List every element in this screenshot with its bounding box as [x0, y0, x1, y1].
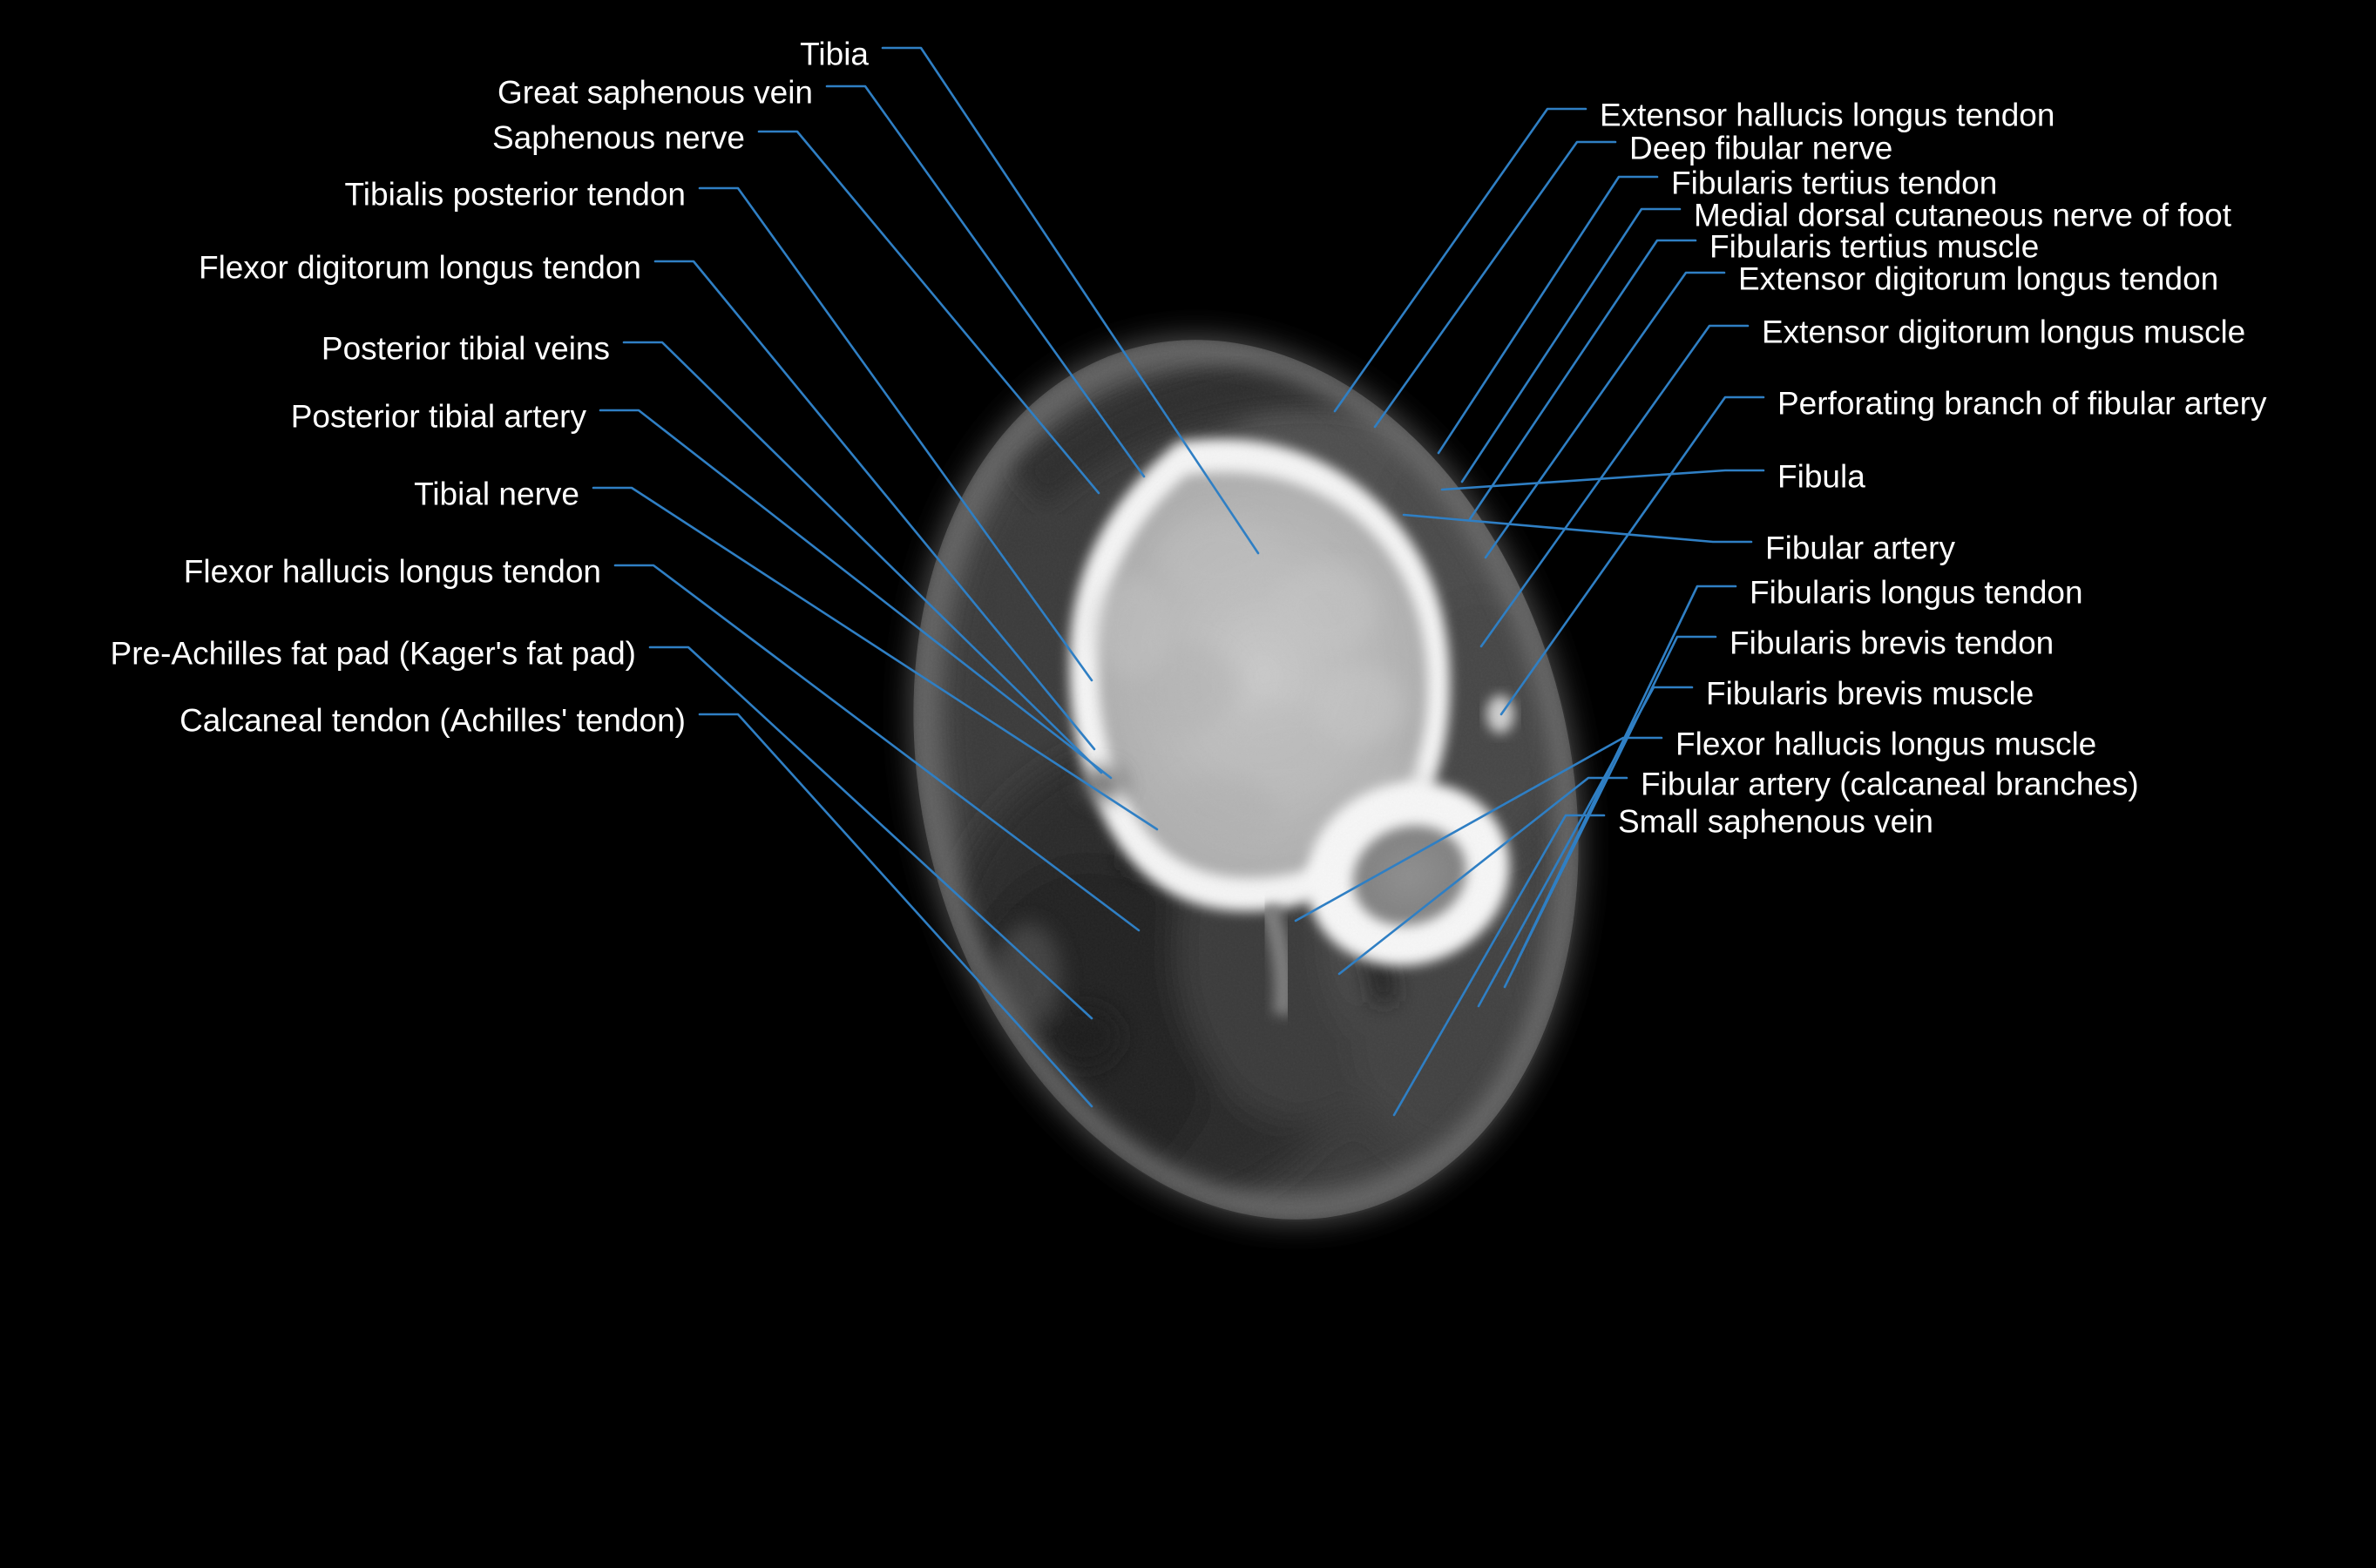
label-flexor-hallucis-longus-tendon: Flexor hallucis longus tendon	[183, 553, 601, 590]
label-saphenous-nerve: Saphenous nerve	[491, 119, 745, 156]
label-great-saphenous-vein: Great saphenous vein	[497, 74, 813, 111]
leader-line-fibular-artery	[1402, 513, 1753, 544]
leader-line-extensor-digitorum-longus-muscle	[1479, 324, 1750, 648]
leader-line-deep-fibular-nerve	[1373, 140, 1617, 429]
label-calcaneal-tendon: Calcaneal tendon (Achilles' tendon)	[179, 702, 686, 739]
leader-line-small-saphenous-vein	[1392, 814, 1606, 1117]
label-pre-achilles-fat-pad: Pre-Achilles fat pad (Kager's fat pad)	[110, 635, 636, 672]
label-posterior-tibial-artery: Posterior tibial artery	[290, 398, 586, 435]
leader-line-great-saphenous-vein	[825, 84, 1146, 478]
label-fibular-artery-calcaneal: Fibular artery (calcaneal branches)	[1641, 766, 2139, 802]
label-fibularis-tertius-tendon: Fibularis tertius tendon	[1671, 165, 1998, 201]
leader-line-fibularis-tertius-tendon	[1437, 175, 1659, 455]
leader-line-posterior-tibial-artery	[599, 409, 1113, 780]
leader-line-fibular-artery-calcaneal	[1337, 776, 1628, 976]
leader-line-posterior-tibial-veins	[622, 341, 1103, 774]
leader-line-fibularis-tertius-muscle	[1468, 239, 1697, 521]
label-extensor-digitorum-longus-muscle: Extensor digitorum longus muscle	[1762, 314, 2246, 350]
label-fibularis-brevis-tendon: Fibularis brevis tendon	[1730, 625, 2054, 661]
label-tibia: Tibia	[800, 36, 869, 72]
label-small-saphenous-vein: Small saphenous vein	[1618, 803, 1933, 840]
label-flexor-digitorum-longus-tendon: Flexor digitorum longus tendon	[198, 249, 641, 286]
leader-line-flexor-hallucis-longus-muscle	[1294, 736, 1663, 923]
leader-line-tibia	[881, 46, 1260, 555]
label-fibularis-tertius-muscle: Fibularis tertius muscle	[1709, 228, 2040, 265]
label-fibularis-brevis-muscle: Fibularis brevis muscle	[1706, 675, 2034, 712]
label-medial-dorsal-cutaneous-nerve: Medial dorsal cutaneous nerve of foot	[1694, 197, 2232, 233]
label-deep-fibular-nerve: Deep fibular nerve	[1629, 130, 1893, 166]
leader-line-fibularis-brevis-tendon	[1503, 635, 1717, 989]
label-tibialis-posterior-tendon: Tibialis posterior tendon	[344, 176, 686, 213]
label-fibularis-longus-tendon: Fibularis longus tendon	[1750, 574, 2083, 611]
leader-line-tibial-nerve	[592, 486, 1159, 831]
leader-line-saphenous-nerve	[757, 130, 1100, 495]
label-fibular-artery: Fibular artery	[1765, 530, 1955, 566]
leader-line-fibularis-longus-tendon	[1516, 585, 1737, 962]
leader-line-pre-achilles-fat-pad	[648, 645, 1093, 1020]
leader-line-medial-dorsal-cutaneous-nerve	[1460, 207, 1682, 483]
label-tibial-nerve: Tibial nerve	[414, 476, 579, 512]
label-perforating-branch-fibular-artery: Perforating branch of fibular artery	[1777, 385, 2267, 422]
leader-line-calcaneal-tendon	[698, 713, 1093, 1108]
leader-line-flexor-digitorum-longus-tendon	[653, 260, 1096, 751]
label-posterior-tibial-veins: Posterior tibial veins	[321, 330, 610, 367]
leader-line-extensor-digitorum-longus-tendon	[1484, 271, 1726, 559]
label-extensor-digitorum-longus-tendon: Extensor digitorum longus tendon	[1738, 260, 2219, 297]
leader-line-fibula	[1440, 469, 1765, 491]
label-fibula: Fibula	[1777, 458, 1865, 495]
leader-line-tibialis-posterior-tendon	[698, 186, 1093, 682]
leader-line-perforating-branch-fibular-artery	[1499, 395, 1765, 716]
leader-line-flexor-hallucis-longus-tendon	[613, 564, 1141, 932]
label-extensor-hallucis-longus-tendon: Extensor hallucis longus tendon	[1600, 97, 2055, 133]
leader-line-fibularis-brevis-muscle	[1477, 686, 1694, 1008]
label-flexor-hallucis-longus-muscle: Flexor hallucis longus muscle	[1675, 726, 2097, 762]
leader-line-extensor-hallucis-longus-tendon	[1333, 107, 1587, 413]
